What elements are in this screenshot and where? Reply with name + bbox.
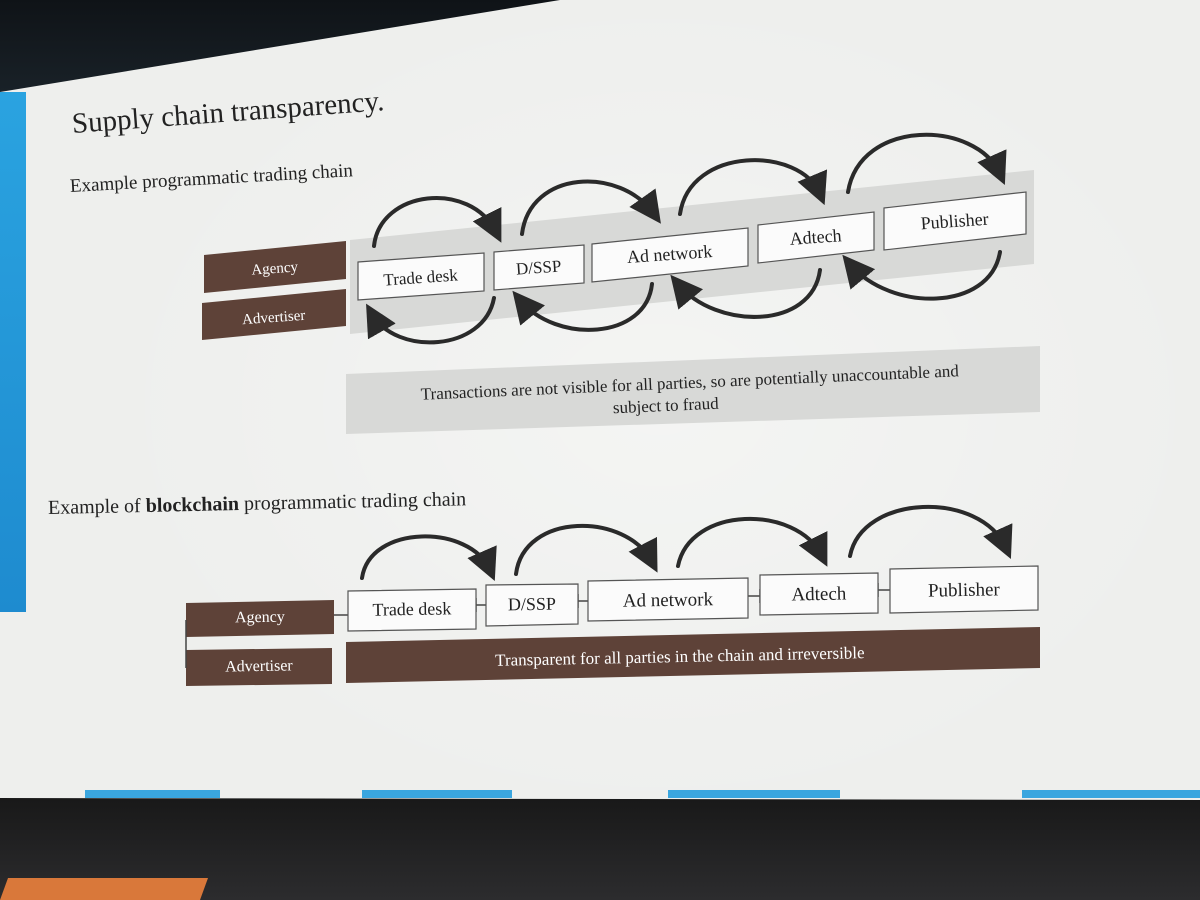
chain1-node-dssp-label: D/SSP (515, 256, 562, 278)
chain1-node-adtech-label: Adtech (789, 225, 842, 249)
chain2-arrow-forward-1 (360, 534, 497, 581)
chain1-arrow-back-4 (842, 250, 1002, 301)
chain2-arrow-forward-3 (676, 517, 828, 568)
chain1-node-ad-network (591, 227, 749, 283)
chain1-arrow-forward-3 (678, 158, 828, 216)
chain2-node-dssp-label: D/SSP (508, 594, 556, 615)
bottom-accent-2 (362, 790, 512, 798)
chain2-node-ad-network (587, 577, 749, 622)
chain1-agency-box (204, 241, 346, 293)
chain2-node-dssp (485, 583, 579, 627)
chain1-arrow-forward-2 (520, 179, 661, 236)
chain1-arrow-forward-4 (846, 132, 1007, 194)
chain2-node-publisher (889, 565, 1039, 614)
chain2-advertiser-box (186, 648, 332, 686)
chain1-arrow-back-3 (670, 268, 822, 319)
chain1-advertiser-box (202, 289, 346, 340)
chain2-node-ad-network-label: Ad network (623, 589, 714, 612)
chain1-note-band (346, 346, 1040, 434)
chain2-advertiser-label: Advertiser (225, 657, 293, 675)
bottom-accent-4 (1022, 790, 1200, 798)
chain2-agency-label: Agency (235, 609, 285, 627)
bottom-accent-1 (85, 790, 220, 798)
chain2-arrow-forward-2 (514, 523, 658, 576)
chain1-node-dssp (493, 244, 585, 291)
chain2-node-trade-desk-label: Trade desk (372, 598, 451, 619)
chain1-arrow-back-1 (366, 296, 496, 345)
chain2-node-trade-desk (347, 588, 477, 632)
chain1-advertiser-label: Advertiser (242, 308, 306, 328)
chain1-agency-label: Agency (251, 259, 299, 278)
slide-accent-bar (0, 92, 26, 612)
chain2-node-publisher-label: Publisher (928, 579, 1001, 601)
chain1-arrow-forward-1 (372, 196, 502, 248)
chain1-node-adtech (757, 211, 875, 264)
chain2-node-adtech-label: Adtech (791, 584, 847, 606)
chain2-agency-box (186, 600, 334, 637)
chain2-transparency-banner (346, 627, 1040, 683)
chain2-node-adtech (759, 572, 879, 616)
bottom-accent-3 (668, 790, 840, 798)
chain1-arrow-back-2 (512, 282, 654, 332)
chain1-note-line2: subject to fraud (613, 394, 720, 418)
chain1-node-publisher (883, 191, 1027, 251)
chain1-node-trade-desk (357, 252, 485, 301)
chain1-node-publisher-label: Publisher (920, 209, 989, 234)
chain2-arrow-forward-4 (848, 505, 1013, 559)
